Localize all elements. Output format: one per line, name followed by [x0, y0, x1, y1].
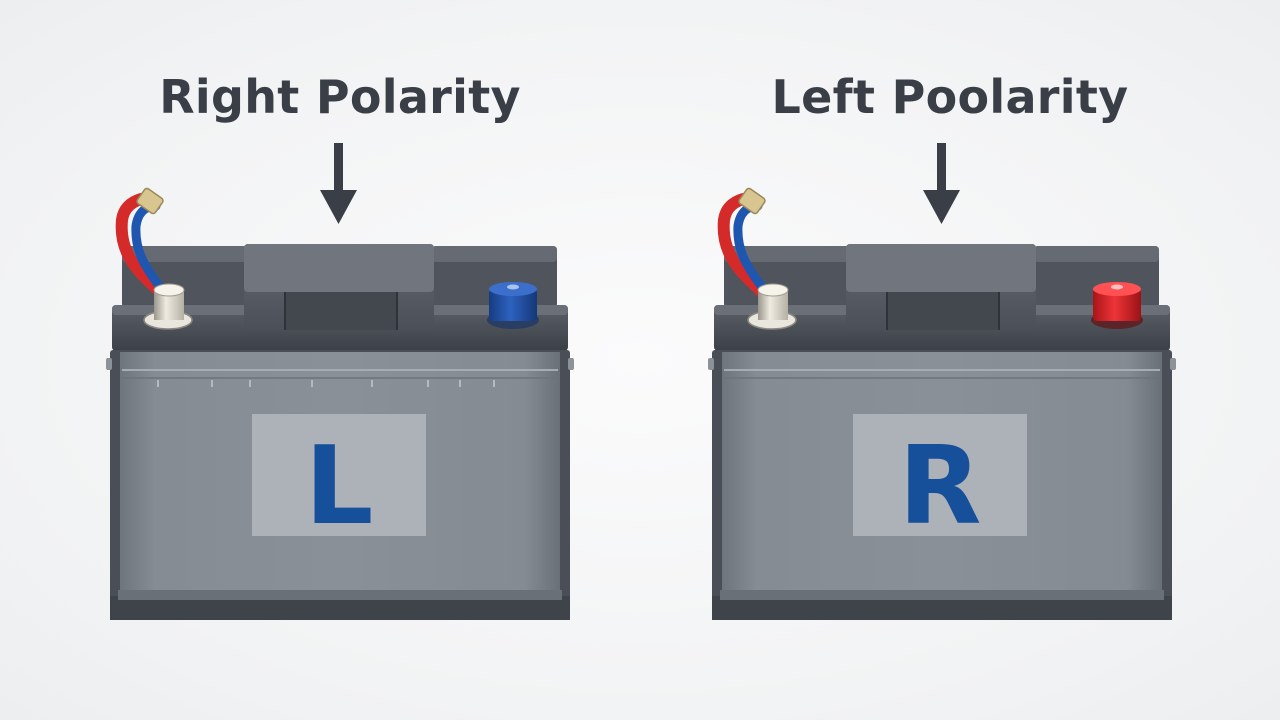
panel-title: Right Polarity [0, 70, 680, 124]
cable-icon [717, 187, 776, 306]
panel-right-polarity: Right Polarity [106, 70, 574, 620]
panel-left-polarity: Left Poolarity [640, 0, 1280, 720]
left-terminal [747, 283, 797, 330]
panel-title: Left Poolarity [620, 70, 1280, 124]
panel-title-text: Left Poolarity [771, 70, 1129, 124]
battery-illustration: L [106, 143, 574, 620]
polarity-badge: L [252, 414, 426, 549]
badge-letter: R [898, 424, 981, 549]
panel-title-text: Right Polarity [159, 70, 521, 124]
polarity-badge: R [853, 414, 1027, 549]
right-terminal-blue [487, 282, 539, 329]
battery-top [112, 244, 568, 351]
battery-illustration: R [708, 143, 1176, 620]
down-arrow-icon [923, 143, 960, 224]
down-arrow-icon [320, 143, 357, 224]
badge-letter: L [305, 424, 374, 549]
left-terminal [143, 283, 193, 330]
cable-icon [115, 187, 174, 306]
right-terminal-red [1091, 282, 1143, 329]
